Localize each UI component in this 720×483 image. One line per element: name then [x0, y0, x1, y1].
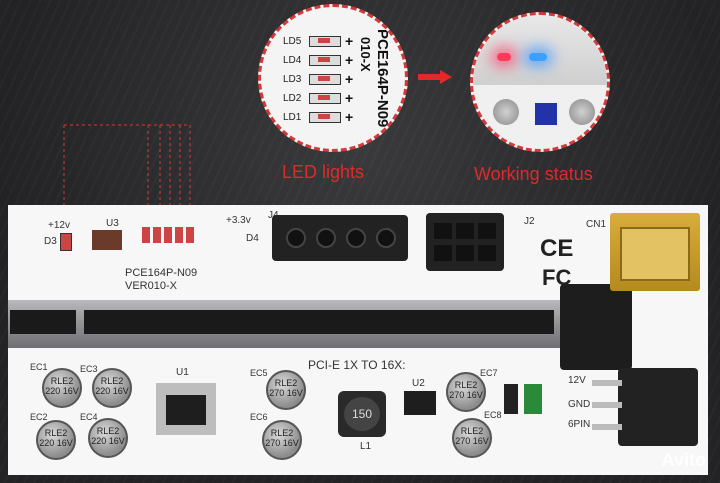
led-zoom-circle: LD5 + LD4 + LD3 + LD2 + LD1 + PCE164P-N0… — [258, 4, 408, 152]
chip — [535, 103, 557, 125]
label-gnd: GND — [568, 399, 591, 410]
capacitor-ec7: RLE2 270 16V — [446, 372, 486, 412]
led-chip — [309, 54, 341, 66]
board-version-vertical: 010-X — [358, 37, 373, 72]
label-u2: U2 — [412, 378, 425, 389]
plus-sign: + — [345, 33, 354, 49]
label-ec4: EC4 — [80, 412, 98, 422]
pcie-slot-long — [84, 310, 554, 334]
label-d4: D4 — [246, 233, 259, 244]
capacitor-ec5: RLE2 270 16V — [266, 370, 306, 410]
label-12v: +12v — [48, 220, 70, 231]
label-ec8: EC8 — [484, 410, 502, 420]
inductor-label: 150 — [344, 397, 380, 431]
inductor: 150 — [338, 391, 386, 437]
label-33v: +3.3v — [226, 215, 251, 226]
pcie-slot-short — [10, 310, 76, 334]
label-l1: L1 — [360, 441, 372, 452]
board-model-vertical: PCE164P-N09 — [374, 29, 391, 128]
led — [153, 227, 161, 243]
usb-contacts — [620, 227, 690, 281]
working-status-zoom-circle — [470, 12, 610, 152]
led-12v — [60, 233, 72, 251]
blue-led-glow — [529, 53, 547, 61]
board-closeup — [473, 15, 607, 85]
board-model: PCE164P-N09 — [125, 267, 198, 279]
led-chip — [309, 111, 341, 123]
label-ec5: EC5 — [250, 368, 268, 378]
led-row: LD1 + — [283, 109, 353, 125]
label-ec7: EC7 — [480, 368, 498, 378]
plus-sign: + — [345, 52, 354, 68]
capacitor-ec1: RLE2 220 16V — [42, 368, 82, 408]
board-version: VER010-X — [125, 280, 177, 292]
diode — [504, 384, 518, 414]
label-u3: U3 — [106, 218, 119, 229]
label-ec2: EC2 — [30, 412, 48, 422]
usb-cable — [560, 284, 632, 370]
led-chip — [309, 73, 341, 85]
led-row: LD5 + — [283, 33, 353, 49]
led — [164, 227, 172, 243]
label-ec6: EC6 — [250, 412, 268, 422]
led-chip — [309, 92, 341, 104]
chip-u3 — [92, 230, 122, 250]
capacitor-ec6: RLE2 270 16V — [262, 420, 302, 460]
label-d3: D3 — [44, 236, 57, 247]
plus-sign: + — [345, 90, 354, 106]
label-j2: J2 — [524, 216, 535, 227]
label-6pin: 6PIN — [568, 419, 591, 430]
chip-u2 — [404, 391, 436, 415]
plus-sign: + — [345, 71, 354, 87]
regulator-heatsink — [156, 383, 216, 435]
label-ec1: EC1 — [30, 362, 48, 372]
plus-sign: + — [345, 109, 354, 125]
pcie-label: PCI-E 1X TO 16X: — [308, 358, 406, 372]
label-u1: U1 — [176, 367, 189, 378]
ce-mark: CE — [540, 235, 574, 262]
label-ec3: EC3 — [80, 364, 98, 374]
led-group — [142, 227, 194, 245]
label-cn1: CN1 — [586, 219, 607, 230]
red-led-glow — [497, 53, 511, 61]
capacitor-ec4: RLE2 220 16V — [88, 418, 128, 458]
led — [142, 227, 150, 243]
label-12v-out: 12V — [568, 375, 586, 386]
capacitor-ec3: RLE2 220 16V — [92, 368, 132, 408]
capacitor — [569, 99, 595, 125]
led-chip — [309, 35, 341, 47]
led — [175, 227, 183, 243]
caption-working-status: Working status — [474, 164, 593, 184]
usb-connector — [610, 213, 700, 291]
led-label: LD3 — [283, 73, 302, 85]
molex-connector — [272, 215, 408, 261]
caption-led-lights: LED lights — [282, 162, 365, 182]
power-output-connector — [592, 368, 698, 446]
led-label: LD4 — [283, 54, 302, 66]
led — [186, 227, 194, 243]
led-label: LD1 — [283, 111, 302, 123]
capacitor — [493, 99, 519, 125]
capacitor-ec2: RLE2 220 16V — [36, 420, 76, 460]
watermark-logo: Avito — [661, 450, 706, 470]
led-label: LD2 — [283, 92, 302, 104]
arrow-right-icon — [418, 70, 452, 84]
fuse — [524, 384, 542, 414]
six-pin-connector — [426, 213, 504, 271]
capacitor-ec8: RLE2 270 16V — [452, 418, 492, 458]
led-row: LD2 + — [283, 90, 353, 106]
led-row: LD3 + — [283, 71, 353, 87]
led-row: LD4 + — [283, 52, 353, 68]
led-label: LD5 — [283, 35, 302, 47]
